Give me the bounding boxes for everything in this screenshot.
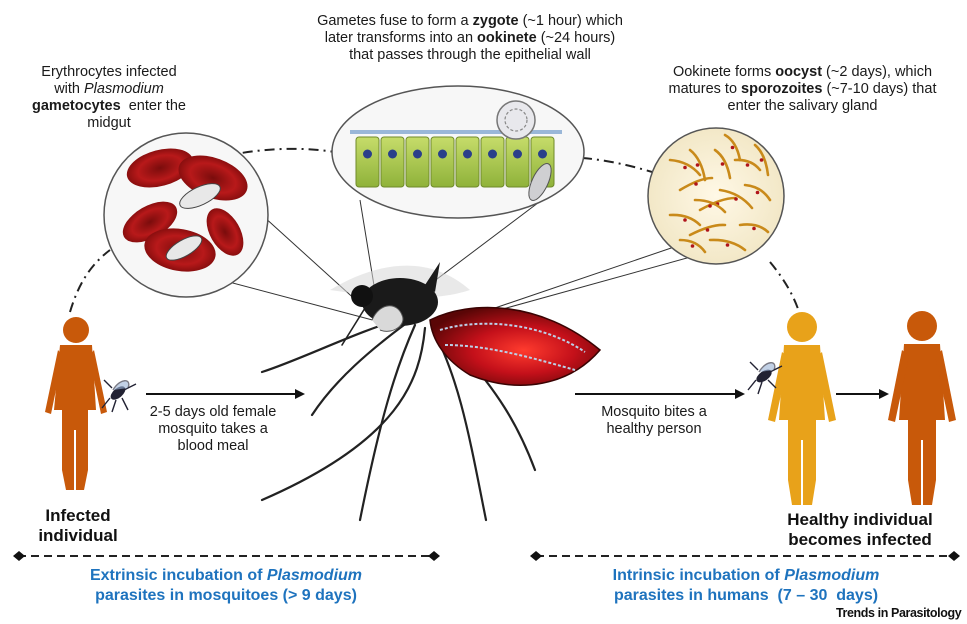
zygote-caption-line: (~24 hours) [537, 30, 616, 46]
zygote-caption: Gametes fuse to form a zygote (~1 hour) … [290, 13, 650, 64]
zygote-caption-bold: zygote [473, 13, 519, 29]
blood-meal-caption-line: mosquito takes a [138, 421, 288, 438]
bite-caption-line: healthy person [584, 421, 724, 438]
phase-timelines [13, 551, 960, 561]
cell-nucleus [438, 150, 447, 159]
oocyst-caption-bold: sporozoites [741, 81, 822, 97]
oocyst-caption-bold: oocyst [775, 64, 822, 80]
oocyst-caption-line: (~2 days), which [822, 64, 932, 80]
zygote-caption-bold: ookinete [477, 30, 537, 46]
epithelial-cell [506, 137, 529, 187]
midgut-caption-bold: gametocytes [32, 98, 121, 114]
sporozoite-nucleus [708, 204, 712, 208]
sporozoite-nucleus [696, 163, 700, 167]
mosquito-abdomen [430, 308, 600, 386]
sporozoite-nucleus [760, 158, 764, 162]
oocyst-caption-line: matures to [669, 81, 742, 97]
midgut-caption-italic: Plasmodium [84, 81, 164, 97]
sporozoite-nucleus [734, 197, 738, 201]
intrinsic-incubation-label: Intrinsic incubation of Plasmodium paras… [536, 566, 956, 606]
epithelial-cell [406, 137, 429, 187]
extrinsic-incubation-label: Extrinsic incubation of Plasmodium paras… [20, 566, 432, 606]
bite-caption-line: Mosquito bites a [584, 404, 724, 421]
zygote-caption-line: that passes through the epithelial wall [290, 47, 650, 64]
midgut-caption-line: Erythrocytes infected [4, 64, 214, 81]
cell-nucleus [488, 150, 497, 159]
sporozoite-nucleus [694, 182, 698, 186]
newly-infected-person-figure [888, 311, 956, 505]
midgut-caption-line: with [54, 81, 84, 97]
infected-label-line: individual [8, 526, 148, 546]
midgut-caption-line: midgut [4, 115, 214, 132]
epithelial-cell [356, 137, 379, 187]
sporozoite-nucleus [726, 243, 730, 247]
infected-person-figure [45, 317, 107, 490]
cell-nucleus [538, 150, 547, 159]
sporozoite-nucleus [721, 162, 725, 166]
cell-nucleus [363, 150, 372, 159]
intrinsic-italic: Plasmodium [784, 567, 879, 584]
oocyst-spiral [497, 101, 535, 139]
oocyst-caption-line: enter the salivary gland [640, 98, 965, 115]
healthy-label-line: Healthy individual [760, 510, 960, 530]
cell-nucleus [413, 150, 422, 159]
extrinsic-italic: Plasmodium [267, 567, 362, 584]
blood-meal-caption: 2-5 days old female mosquito takes a blo… [138, 404, 288, 455]
zygote-caption-line: Gametes fuse to form a [317, 13, 473, 29]
intrinsic-line: parasites in humans (7 – 30 days) [536, 586, 956, 606]
cell-nucleus [463, 150, 472, 159]
mosquito-small-icon [102, 380, 136, 412]
blood-meal-caption-line: 2-5 days old female [138, 404, 288, 421]
epithelial-cell [381, 137, 404, 187]
infected-individual-label: Infected individual [8, 506, 148, 546]
blood-meal-caption-line: blood meal [138, 438, 288, 455]
mosquito [262, 262, 600, 520]
zygote-caption-line: (~1 hour) which [519, 13, 623, 29]
healthy-label-line: becomes infected [760, 530, 960, 550]
extrinsic-line: Extrinsic incubation of [90, 567, 267, 584]
epithelial-cell [456, 137, 479, 187]
oocyst-caption-line: Ookinete forms [673, 64, 775, 80]
zygote-caption-line: later transforms into an [325, 30, 477, 46]
midgut-epithelium-bubble [332, 86, 584, 218]
mosquito-leg [312, 322, 408, 415]
sporozoite-nucleus [683, 218, 687, 222]
sporozoite-nucleus [746, 163, 750, 167]
intrinsic-line: Intrinsic incubation of [613, 567, 785, 584]
sporozoite-nucleus [752, 227, 756, 231]
healthy-person-figure [768, 312, 836, 505]
sporozoite-nucleus [756, 191, 760, 195]
infected-label-line: Infected [8, 506, 148, 526]
sporozoite-nucleus [691, 244, 695, 248]
mosquito-head [351, 285, 373, 307]
epithelial-cell [481, 137, 504, 187]
healthy-individual-label: Healthy individual becomes infected [760, 510, 960, 550]
erythrocytes-bubble [104, 133, 268, 297]
bite-caption: Mosquito bites a healthy person [584, 404, 724, 438]
journal-brand: Trends in Parasitology [836, 606, 966, 620]
sporozoite-nucleus [683, 166, 687, 170]
midgut-caption: Erythrocytes infected with Plasmodium ga… [4, 64, 214, 132]
oocyst-caption-line: (~7-10 days) that [822, 81, 936, 97]
epithelial-cell [431, 137, 454, 187]
midgut-caption-line: enter the [121, 98, 186, 114]
sporozoites-bubble [648, 128, 784, 264]
sporozoite-nucleus [731, 146, 735, 150]
cell-nucleus [513, 150, 522, 159]
oocyst-caption: Ookinete forms oocyst (~2 days), which m… [640, 64, 965, 115]
sporozoite-nucleus [706, 228, 710, 232]
cell-nucleus [388, 150, 397, 159]
extrinsic-line: parasites in mosquitoes (> 9 days) [20, 586, 432, 606]
